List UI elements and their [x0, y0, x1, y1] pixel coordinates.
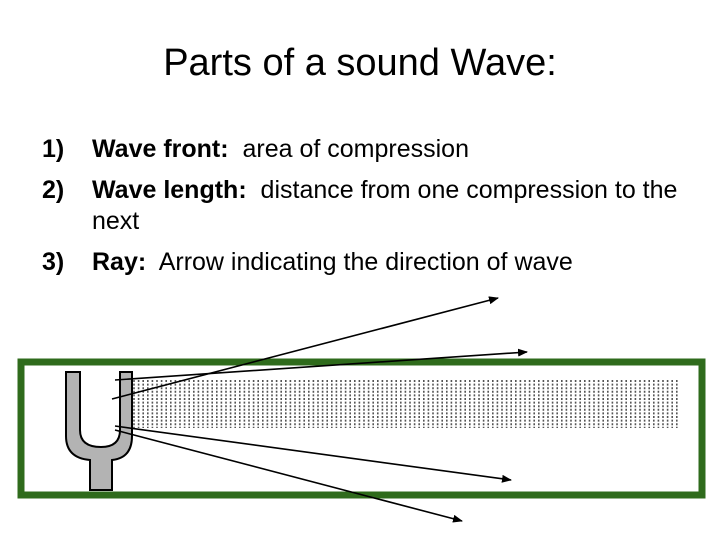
list-item: 1) Wave front: area of compression — [42, 134, 702, 165]
compression-lines — [133, 380, 678, 428]
list-item: 3) Ray: Arrow indicating the direction o… — [42, 247, 702, 278]
item-term: Ray: — [92, 248, 147, 276]
ray-arrow — [111, 296, 499, 400]
ray-arrow — [114, 425, 512, 483]
item-term: Wave front: — [92, 135, 229, 163]
list-item: 2) Wave length: distance from one compre… — [42, 175, 702, 237]
parts-list: 1) Wave front: area of compression 2) Wa… — [42, 134, 702, 288]
item-description: distance from one compression to the nex… — [92, 176, 678, 235]
item-number: 2) — [42, 176, 65, 204]
item-description: area of compression — [242, 135, 469, 163]
item-term: Wave length: — [92, 176, 247, 204]
ray-arrow — [114, 429, 463, 523]
tuning-fork-icon — [65, 371, 133, 491]
item-number: 3) — [42, 248, 65, 276]
ray-arrows — [111, 296, 528, 523]
ray-arrow — [114, 348, 528, 381]
slide-title: Parts of a sound Wave: — [163, 42, 557, 84]
item-description: Arrow indicating the direction of wave — [158, 248, 573, 276]
item-number: 1) — [42, 135, 65, 163]
